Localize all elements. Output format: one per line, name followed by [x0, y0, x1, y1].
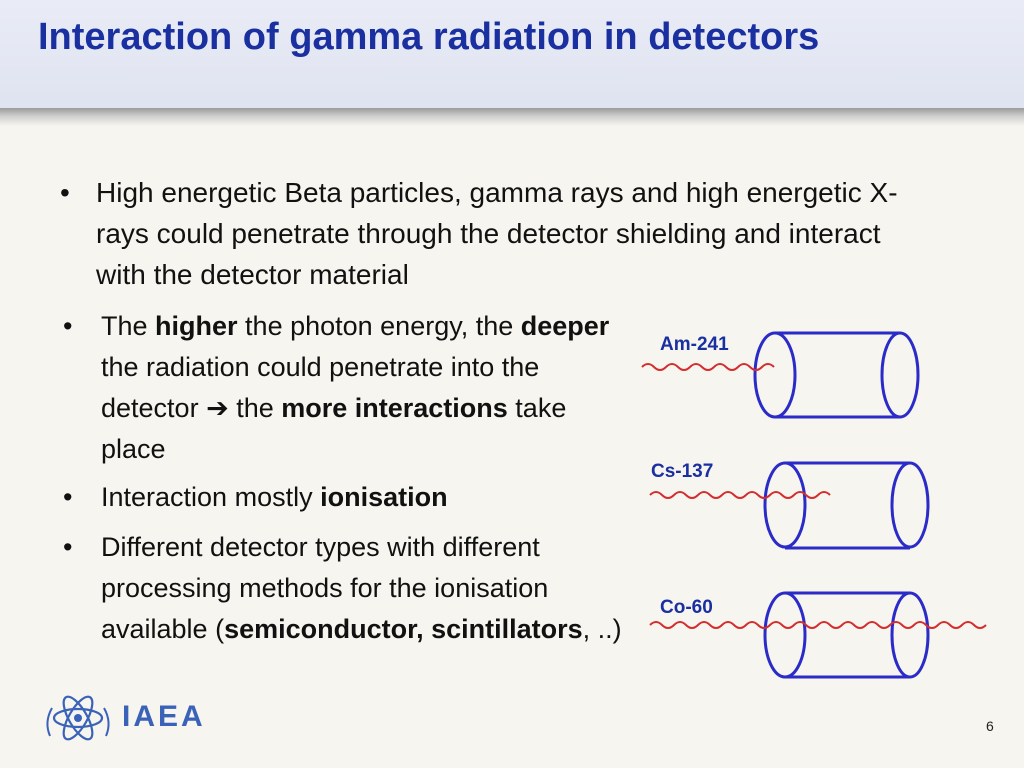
gamma-wave-cs137 [649, 491, 831, 499]
bullet-marker: • [63, 532, 73, 562]
bullet-2-text-2: the photon energy, the [237, 311, 521, 341]
slide-body [0, 126, 1024, 768]
detector-cylinder-cs137 [763, 461, 930, 550]
bullet-2: • The higher the photon energy, the deep… [63, 306, 631, 470]
slide-title: Interaction of gamma radiation in detect… [38, 16, 820, 58]
bullet-1-text: High energetic Beta particles, gamma ray… [96, 177, 898, 290]
title-bar [0, 0, 1024, 112]
detector-penetration-diagram [641, 331, 987, 679]
title-bar-shadow [0, 108, 1024, 126]
bullet-4-bold-detector-types: semiconductor, scintillators [224, 614, 583, 644]
bullet-2-bold-more-interactions: more interactions [281, 393, 508, 423]
bullet-3-text: Interaction mostly [101, 482, 321, 512]
gamma-wave-am241 [641, 363, 775, 371]
arrow-icon: ➔ [206, 393, 229, 423]
bullet-marker: • [63, 482, 73, 512]
bullet-4: • Different detector types with differen… [63, 527, 631, 650]
iaea-logo-text: IAEA [122, 700, 206, 733]
bullet-2-bold-deeper: deeper [520, 311, 610, 341]
bullet-3: • Interaction mostly ionisation [63, 477, 631, 518]
isotope-label-co60: Co-60 [660, 597, 713, 618]
iaea-atom-logo-icon [46, 695, 110, 741]
isotope-label-am241: Am-241 [660, 334, 729, 355]
bullet-marker: • [60, 177, 70, 208]
bullet-2-bold-higher: higher [155, 311, 238, 341]
bullet-1: • High energetic Beta particles, gamma r… [60, 172, 936, 295]
isotope-label-cs137: Cs-137 [651, 461, 714, 482]
bullet-marker: • [63, 311, 73, 341]
gamma-wave-co60 [649, 621, 987, 629]
bullet-2-text-4: the [228, 393, 282, 423]
bullet-4-text-2: , ..) [582, 614, 622, 644]
detector-cylinder-am241 [753, 331, 920, 419]
detector-cylinder-co60 [763, 591, 930, 679]
bullet-2-text-1: The [101, 311, 156, 341]
bullet-2-text-5: take place [101, 393, 567, 464]
bullet-4-text-1: Different detector types with different … [101, 532, 549, 644]
bullet-3-bold-ionisation: ionisation [320, 482, 448, 512]
bullet-2-text-3: the radiation could penetrate into the d… [101, 352, 540, 423]
page-number: 6 [986, 718, 994, 734]
